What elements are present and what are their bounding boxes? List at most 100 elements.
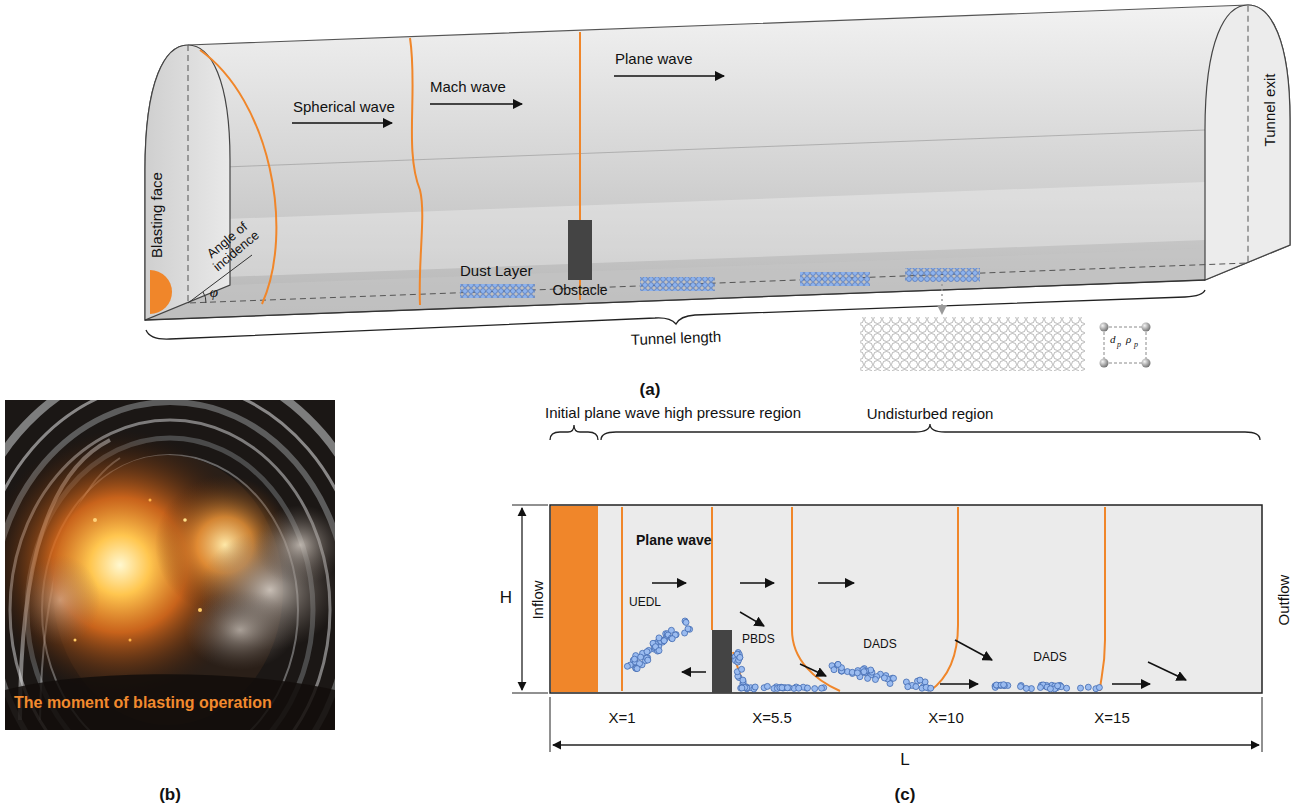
dust-particles bbox=[624, 618, 1102, 692]
dust-particle bbox=[656, 648, 662, 654]
dashed-centerline bbox=[188, 5, 1248, 303]
dust-particle bbox=[861, 669, 867, 675]
text-label: X=15 bbox=[1094, 709, 1129, 726]
height-arrow bbox=[521, 508, 522, 690]
tunnel-illustration bbox=[145, 5, 1290, 371]
text-label: The moment of blasting operation bbox=[14, 694, 272, 712]
dust-particle bbox=[835, 661, 841, 667]
text-label: DADS bbox=[863, 638, 896, 652]
dust-layer-patch bbox=[905, 268, 980, 282]
dust-particle bbox=[739, 666, 745, 672]
dust-particle bbox=[683, 619, 689, 625]
dust-particle bbox=[785, 685, 791, 691]
tunnel-body bbox=[145, 5, 1290, 320]
dust-particle bbox=[891, 675, 897, 681]
dust-particle bbox=[737, 654, 743, 660]
dust-particle bbox=[764, 683, 770, 689]
dust-layer-patch bbox=[640, 277, 715, 291]
plane-wave-front bbox=[930, 507, 958, 691]
obstacle-block bbox=[712, 630, 732, 693]
particle-grid bbox=[860, 317, 1085, 371]
mach-wave bbox=[410, 38, 422, 305]
flow-arrows bbox=[652, 583, 1186, 684]
plane-wave-front bbox=[1100, 507, 1105, 691]
particle-cell bbox=[1100, 323, 1151, 368]
text-label: Inflow bbox=[529, 580, 546, 619]
text-label: Initial plane wave high pressure region bbox=[545, 404, 801, 421]
text-label: (b) bbox=[159, 785, 181, 805]
dust-particle bbox=[1055, 683, 1061, 689]
text-label: d bbox=[1110, 333, 1116, 346]
dust-particle bbox=[865, 675, 871, 681]
text-label: Spherical wave bbox=[293, 98, 395, 115]
wave-arrow bbox=[292, 122, 392, 124]
dust-particle bbox=[1018, 684, 1024, 690]
dust-particle bbox=[624, 663, 630, 669]
text-label: φ bbox=[210, 284, 218, 301]
text-label: X=1 bbox=[608, 709, 635, 726]
dust-particle bbox=[1096, 685, 1102, 691]
domain-schematic bbox=[512, 424, 1262, 752]
springline bbox=[145, 130, 1205, 170]
dust-particle bbox=[854, 670, 860, 676]
dust-particle bbox=[819, 685, 825, 691]
region-brace bbox=[550, 425, 598, 440]
dimension-tick bbox=[1262, 697, 1263, 752]
dust-layer-patch bbox=[460, 284, 535, 298]
dust-particle bbox=[835, 662, 841, 668]
dust-particle bbox=[685, 626, 691, 632]
dust-particle bbox=[1037, 685, 1043, 691]
dust-particle bbox=[812, 686, 818, 692]
node-label: Dust Layer bbox=[460, 262, 560, 279]
dimension-tick bbox=[550, 697, 551, 752]
obstacle-box: Obstacle bbox=[568, 220, 592, 280]
dust-particle bbox=[928, 685, 934, 691]
dust-particle bbox=[645, 657, 651, 663]
dust-particle bbox=[872, 677, 878, 683]
text-label: (a) bbox=[640, 380, 661, 400]
text-label: Plane wave bbox=[636, 532, 712, 548]
dust-particle bbox=[796, 685, 802, 691]
text-label: Tunnel exit bbox=[1261, 74, 1278, 147]
blast-photo bbox=[5, 400, 335, 730]
dust-particle bbox=[835, 662, 841, 668]
dust-particle bbox=[661, 638, 667, 644]
dust-particle bbox=[1085, 684, 1091, 690]
text-label: Outflow bbox=[1275, 575, 1292, 626]
node-label: Obstacle bbox=[535, 282, 625, 298]
dust-particle bbox=[1064, 685, 1070, 691]
text-label: ρ bbox=[1126, 333, 1131, 346]
dust-particle bbox=[1047, 686, 1053, 692]
dust-particle bbox=[905, 684, 911, 690]
dust-particle bbox=[638, 654, 644, 660]
dust-particle bbox=[779, 685, 785, 691]
dust-particle bbox=[661, 637, 667, 643]
text-label: (c) bbox=[895, 785, 916, 805]
text-label: p bbox=[1117, 340, 1121, 349]
dust-particle bbox=[644, 649, 650, 655]
region-brace bbox=[601, 424, 1260, 440]
wave-arrow bbox=[430, 103, 522, 105]
dust-particle bbox=[805, 685, 811, 691]
dust-particle bbox=[881, 675, 887, 681]
text-label: Undisturbed region bbox=[867, 405, 994, 422]
charge bbox=[150, 270, 172, 314]
dust-particle bbox=[752, 684, 758, 690]
domain-box bbox=[550, 505, 1262, 693]
text-label: L bbox=[900, 750, 909, 770]
dust-particle bbox=[632, 656, 638, 662]
dust-layer-patch bbox=[800, 272, 870, 286]
text-label: H bbox=[500, 588, 512, 608]
text-label: Plane wave bbox=[615, 50, 693, 67]
text-label: p bbox=[1134, 340, 1138, 349]
dimension-tick bbox=[512, 693, 548, 694]
dust-particle bbox=[1001, 682, 1007, 688]
diffracted-wave bbox=[733, 652, 748, 691]
angle-arc bbox=[203, 292, 206, 303]
zoom-arrow bbox=[941, 284, 943, 314]
dust-particle bbox=[917, 677, 923, 683]
dust-layer-box: Dust Layer bbox=[460, 284, 535, 298]
dimension-tick bbox=[512, 505, 548, 506]
dust-particle bbox=[669, 636, 675, 642]
